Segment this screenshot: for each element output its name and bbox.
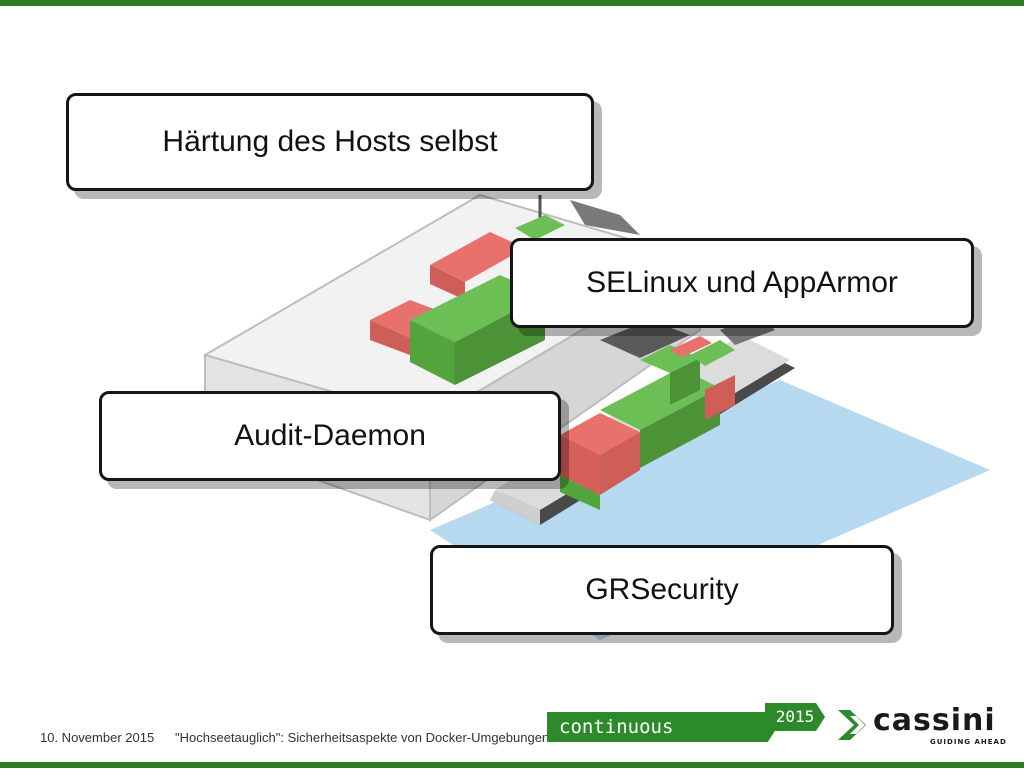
grsecurity-box: GRSecurity xyxy=(430,545,894,635)
cassini-chevron-icon xyxy=(838,710,866,740)
company-tagline: GUIDING AHEAD xyxy=(930,738,1007,746)
bottom-accent-bar xyxy=(0,762,1024,768)
audit-box: Audit-Daemon xyxy=(99,391,561,481)
company-logo: cassini xyxy=(873,703,996,738)
event-banner: continuous lifecycle xyxy=(547,712,787,742)
top-accent-bar xyxy=(0,0,1024,6)
selinux-box: SELinux und AppArmor xyxy=(510,238,974,328)
event-year: 2015 xyxy=(765,703,825,731)
hardening-box: Härtung des Hosts selbst xyxy=(66,93,594,191)
footer-date: 10. November 2015 xyxy=(40,730,155,745)
footer-title: "Hochseetauglich": Sicherheitsaspekte vo… xyxy=(175,730,550,745)
